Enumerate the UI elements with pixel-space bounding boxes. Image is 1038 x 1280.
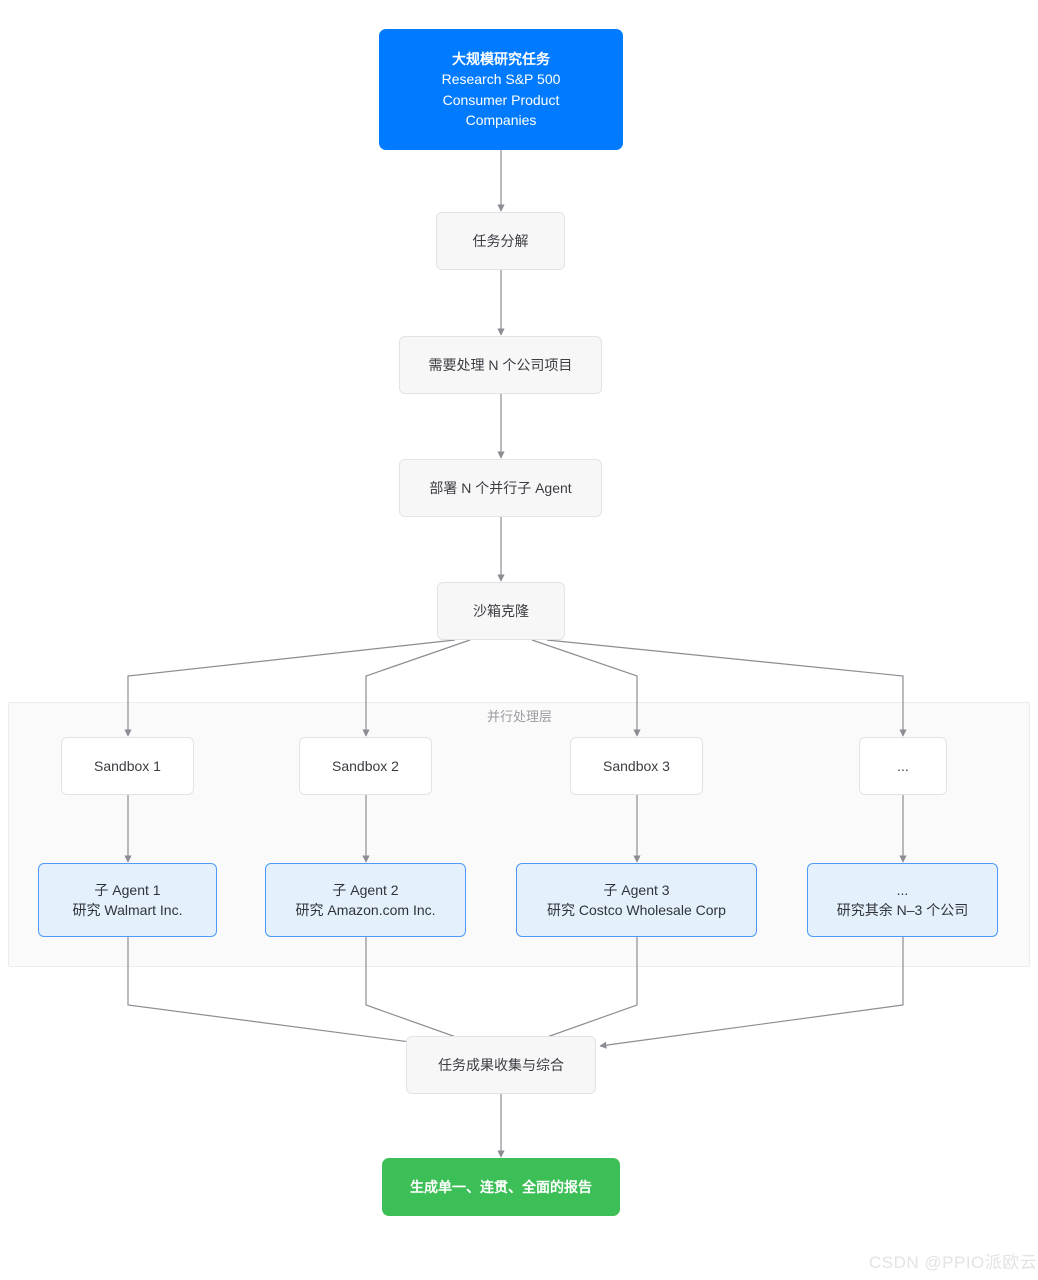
- node-start-line-1: Research S&P 500: [441, 71, 561, 88]
- watermark: CSDN @PPIO派欧云: [869, 1253, 1038, 1272]
- node-sandbox-2[interactable]: Sandbox 2: [299, 737, 432, 795]
- node-agent-n[interactable]: ... 研究其余 N–3 个公司: [807, 863, 998, 937]
- node-sandbox-clone[interactable]: 沙箱克隆: [437, 582, 565, 640]
- node-company-items[interactable]: 需要处理 N 个公司项目: [399, 336, 602, 394]
- node-sandbox-1-label: Sandbox 1: [94, 757, 161, 774]
- node-sandbox-3[interactable]: Sandbox 3: [570, 737, 703, 795]
- node-task-decomposition[interactable]: 任务分解: [436, 212, 565, 270]
- node-sandbox-3-label: Sandbox 3: [603, 757, 670, 774]
- node-sandbox-1[interactable]: Sandbox 1: [61, 737, 194, 795]
- node-agent-n-line-0: ...: [896, 881, 909, 898]
- node-start-line-3: Companies: [465, 111, 537, 128]
- node-sandbox-2-label: Sandbox 2: [332, 757, 399, 774]
- node-agent-2-line-0: 子 Agent 2: [332, 881, 399, 898]
- node-agent-3-line-1: 研究 Costco Wholesale Corp: [547, 902, 726, 918]
- node-deploy-agents[interactable]: 部署 N 个并行子 Agent: [399, 459, 602, 517]
- subgraph-parallel-layer-label: 并行处理层: [487, 709, 553, 724]
- node-agent-1-line-0: 子 Agent 1: [94, 881, 161, 898]
- node-company-items-label: 需要处理 N 个公司项目: [428, 356, 573, 373]
- node-agent-1-line-1: 研究 Walmart Inc.: [72, 902, 183, 918]
- node-agent-2[interactable]: 子 Agent 2 研究 Amazon.com Inc.: [265, 863, 466, 937]
- node-agent-1[interactable]: 子 Agent 1 研究 Walmart Inc.: [38, 863, 217, 937]
- node-final-report-label: 生成单一、连贯、全面的报告: [410, 1178, 592, 1195]
- node-start-line-0: 大规模研究任务: [452, 50, 550, 67]
- node-task-decomposition-label: 任务分解: [472, 232, 529, 249]
- node-deploy-agents-label: 部署 N 个并行子 Agent: [429, 479, 572, 496]
- node-agent-n-line-1: 研究其余 N–3 个公司: [836, 902, 969, 918]
- node-agent-3[interactable]: 子 Agent 3 研究 Costco Wholesale Corp: [516, 863, 757, 937]
- node-sandbox-clone-label: 沙箱克隆: [473, 602, 529, 619]
- node-sandbox-n-label: ...: [897, 757, 909, 774]
- node-sandbox-n[interactable]: ...: [859, 737, 947, 795]
- node-start[interactable]: 大规模研究任务 Research S&P 500 Consumer Produc…: [379, 29, 623, 150]
- node-collect-synthesize-label: 任务成果收集与综合: [438, 1056, 564, 1073]
- node-final-report[interactable]: 生成单一、连贯、全面的报告: [382, 1158, 620, 1216]
- node-start-line-2: Consumer Product: [442, 91, 560, 108]
- node-agent-3-line-0: 子 Agent 3: [603, 881, 670, 898]
- node-agent-2-line-1: 研究 Amazon.com Inc.: [295, 902, 436, 918]
- node-collect-synthesize[interactable]: 任务成果收集与综合: [406, 1036, 596, 1094]
